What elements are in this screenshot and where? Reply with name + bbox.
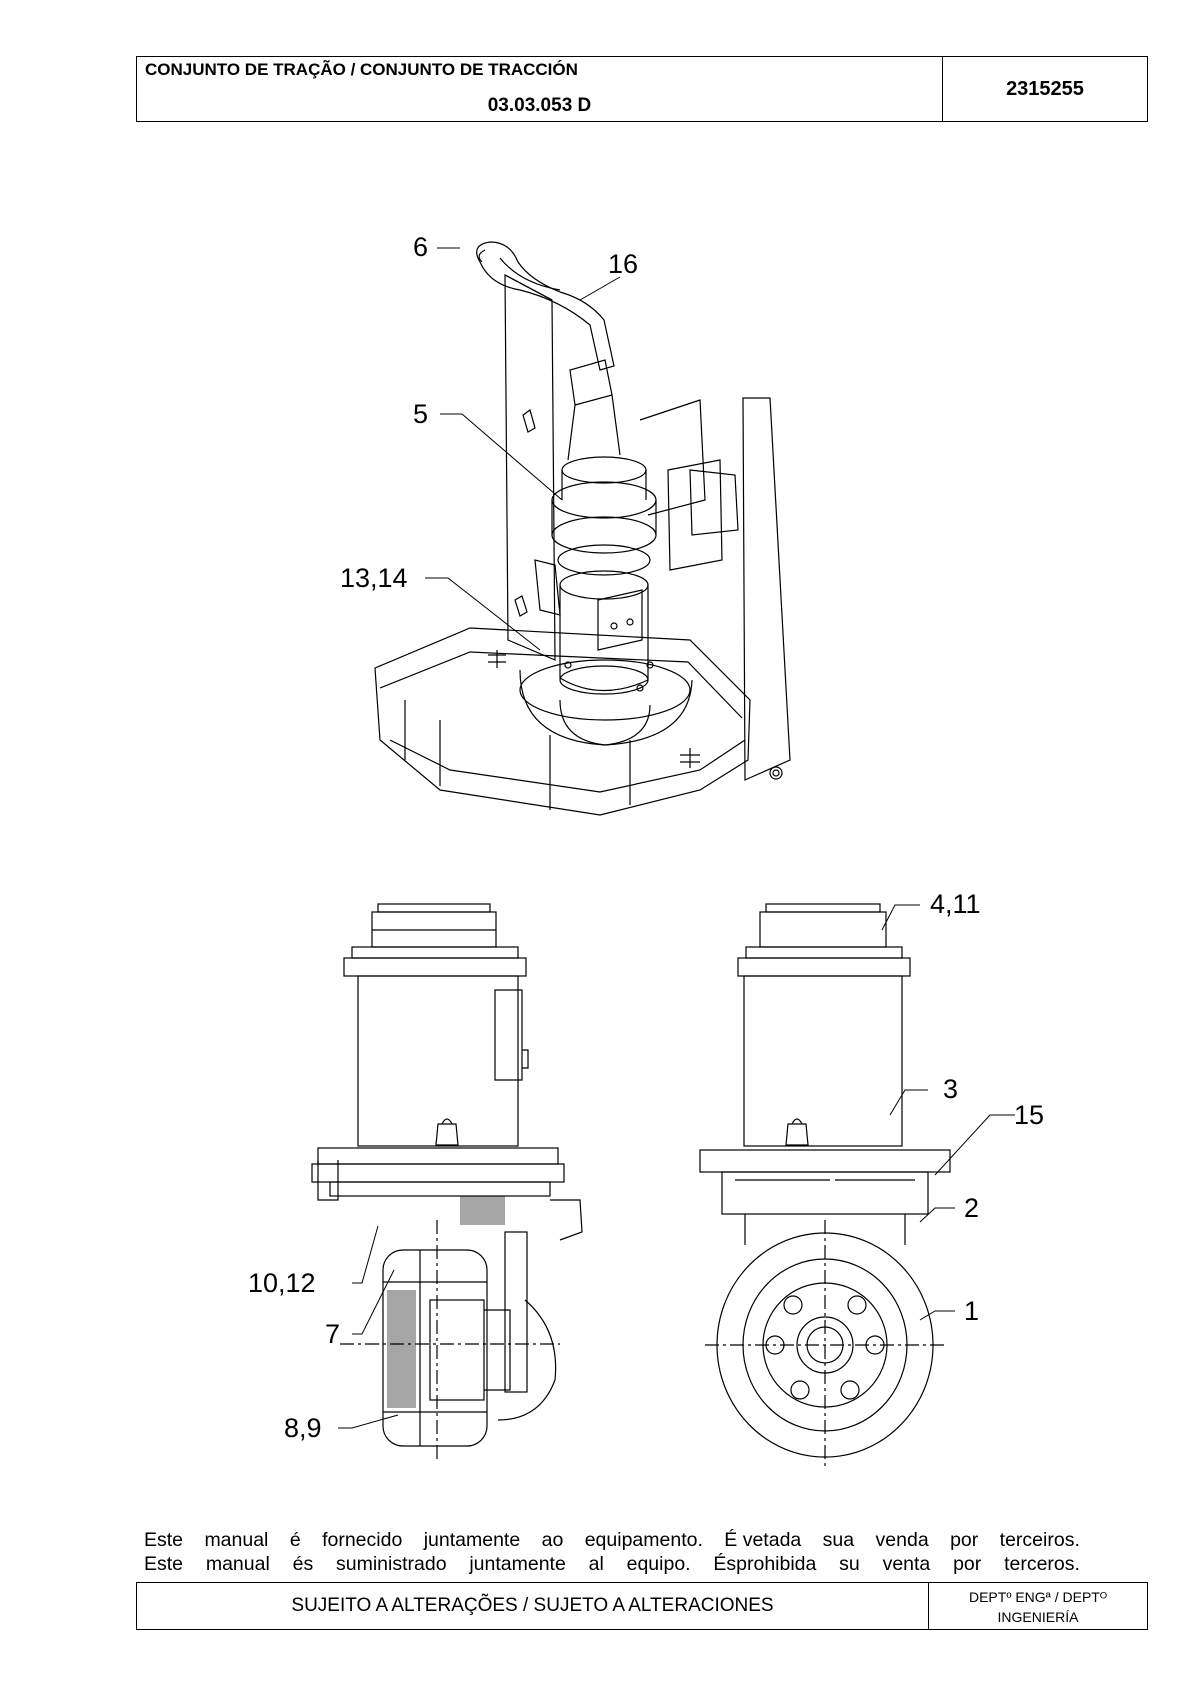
assembly-title: CONJUNTO DE TRAÇÃO / CONJUNTO DE TRACCIÓ… [145, 60, 578, 79]
callout-16: 16 [608, 249, 638, 279]
side-view [699, 903, 951, 1470]
notice-word: Este [144, 1553, 184, 1575]
leader-lines [338, 247, 1015, 1429]
notice-line-es: Este manual és suministrado juntamente a… [144, 1552, 1080, 1576]
callout-6: 6 [413, 232, 428, 262]
notice-word: su [839, 1553, 860, 1575]
title-cell: CONJUNTO DE TRAÇÃO / CONJUNTO DE TRACCIÓ… [137, 57, 943, 121]
front-section-view [311, 903, 583, 1460]
notice-word: manual [205, 1553, 270, 1575]
notice-word: venda [875, 1529, 929, 1551]
notice-word: equipamento. [584, 1529, 703, 1551]
callout-4-11: 4,11 [930, 889, 981, 919]
callout-labels: 6 16 5 13,14 4,11 3 15 2 1 10,12 7 8,9 [248, 232, 1044, 1443]
part-number: 2315255 [1006, 77, 1084, 100]
distribution-notice: Este manual é fornecido juntamente ao eq… [144, 1528, 1080, 1576]
notice-word: terceiros. [999, 1529, 1080, 1551]
footer-block: SUJEITO A ALTERAÇÕES / SUJETO A ALTERACI… [136, 1582, 1148, 1630]
notice-word: é [289, 1529, 301, 1551]
callout-5: 5 [413, 399, 428, 429]
notice-word: equipo. [626, 1553, 691, 1575]
notice-word: Ésprohibida [713, 1553, 817, 1575]
callout-8-9: 8,9 [284, 1413, 322, 1443]
notice-word: fornecido [322, 1529, 403, 1551]
notice-word: terceros. [1004, 1553, 1080, 1575]
notice-line-pt: Este manual é fornecido juntamente ao eq… [144, 1528, 1080, 1552]
callout-1: 1 [964, 1296, 979, 1326]
notice-word: por [953, 1553, 982, 1575]
department-line-1: DEPTº ENGª / DEPTᴼ [968, 1589, 1108, 1605]
callout-10-12: 10,12 [248, 1268, 316, 1298]
callout-13-14: 13,14 [340, 563, 408, 593]
notice-word: suministrado [336, 1553, 447, 1575]
callout-15: 15 [1014, 1100, 1044, 1130]
notice-word: juntamente [423, 1529, 521, 1551]
isometric-view [374, 241, 791, 816]
title-block: CONJUNTO DE TRAÇÃO / CONJUNTO DE TRACCIÓ… [136, 56, 1148, 122]
notice-word: por [950, 1529, 979, 1551]
drawing-code: 03.03.053 D [487, 95, 592, 116]
notice-word: al [588, 1553, 604, 1575]
callout-7: 7 [325, 1319, 340, 1349]
notice-word: sua [822, 1529, 855, 1551]
notice-word: manual [204, 1529, 269, 1551]
callout-2: 2 [964, 1193, 979, 1223]
notice-word: É vetada [724, 1529, 802, 1551]
subject-to-change: SUJEITO A ALTERAÇÕES / SUJETO A ALTERACI… [137, 1583, 929, 1629]
notice-word: és [292, 1553, 314, 1575]
department-line-2: INGENIERÍA [997, 1609, 1079, 1625]
notice-word: ao [541, 1529, 564, 1551]
technical-drawing: 6 16 5 13,14 4,11 3 15 2 1 10,12 7 8,9 [248, 232, 1044, 1470]
section-hatching [387, 1196, 505, 1408]
notice-word: juntamente [469, 1553, 566, 1575]
notice-word: Este [144, 1529, 184, 1551]
callout-3: 3 [943, 1074, 958, 1104]
department-cell: DEPTº ENGª / DEPTᴼ INGENIERÍA [929, 1583, 1147, 1629]
notice-word: venta [882, 1553, 931, 1575]
